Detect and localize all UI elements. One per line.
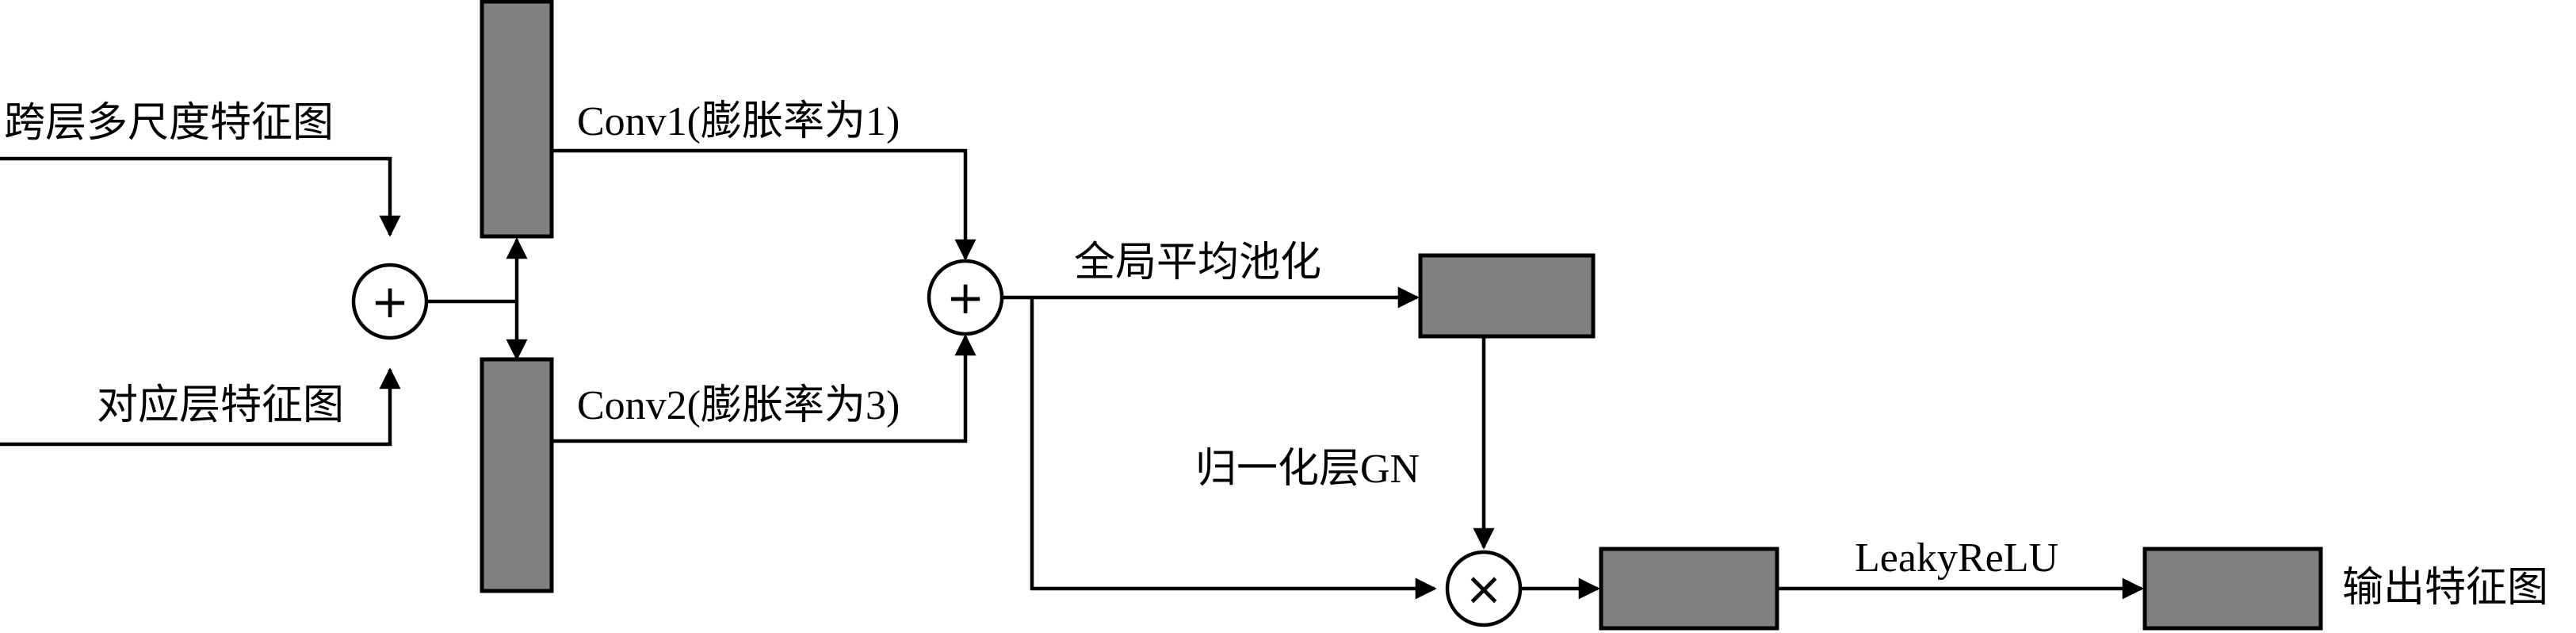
output-block xyxy=(2142,547,2323,631)
input-corresponding-arrow xyxy=(0,367,401,447)
conv1-block xyxy=(480,0,554,239)
conv1-output-arrow xyxy=(552,148,977,261)
gap-block xyxy=(1418,253,1596,339)
conv1-label: Conv1(膨胀率为1) xyxy=(577,99,900,144)
add-symbol-1: + xyxy=(371,274,410,328)
leaky-relu-label: LeakyReLU xyxy=(1855,535,2058,581)
add-symbol-2: + xyxy=(946,270,985,324)
skip-to-multiply-arrow xyxy=(1030,297,1437,600)
input-corresponding-label: 对应层特征图 xyxy=(97,383,344,428)
multiply-symbol: × xyxy=(1465,562,1504,616)
gn-label: 归一化层GN xyxy=(1195,447,1420,492)
gap-label: 全局平均池化 xyxy=(1074,240,1321,286)
output-label: 输出特征图 xyxy=(2342,566,2548,611)
conv2-block xyxy=(480,357,554,593)
fused-block xyxy=(1599,547,1779,631)
conv2-label: Conv2(膨胀率为3) xyxy=(577,383,900,428)
input-cross-layer-arrow xyxy=(0,156,401,237)
input-cross-layer-label: 跨层多尺度特征图 xyxy=(4,101,334,146)
conv2-output-arrow xyxy=(552,334,977,443)
